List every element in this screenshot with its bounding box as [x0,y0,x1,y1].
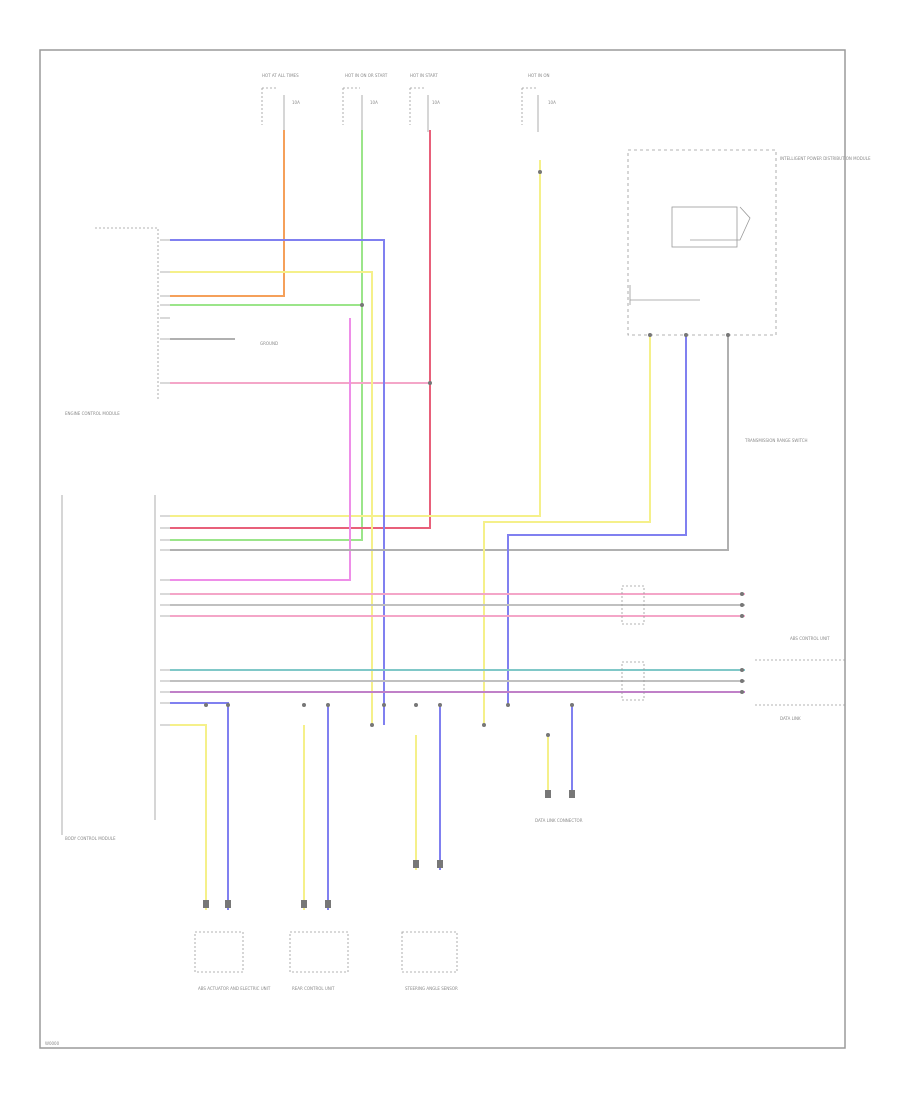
fuse-rating-2: 10A [370,100,378,105]
transmission-label: TRANSMISSION RANGE SWITCH [744,438,808,443]
module-brackets [61,227,159,835]
fuse-label-4: HOT IN ON [528,73,549,78]
fuse-rating-1: 10A [292,100,300,105]
splice-points [204,170,744,737]
footer-code: W0000 [45,1041,60,1046]
relay-box: INTELLIGENT POWER DISTRIBUTION MODULE [627,149,871,336]
right-connectors [621,585,845,706]
body-unit-label: BODY CONTROL MODULE [65,836,116,841]
wire-blue-right [507,335,687,705]
bottom-module-label-1: ABS ACTUATOR AND ELECTRIC UNIT [198,986,271,991]
connector-right-label: ABS CONTROL UNIT [790,636,830,641]
fuse-label-1: HOT AT ALL TIMES [262,73,299,78]
wire-yellow-long [170,160,541,517]
wire-green [170,130,363,306]
wire-yellow-2 [170,271,373,725]
wire-magenta [170,318,351,581]
fuse-rating-4: 10A [548,100,556,105]
fuse-label-2: HOT IN ON OR START [345,73,388,78]
diagram-border [39,49,846,1049]
relay-label: INTELLIGENT POWER DISTRIBUTION MODULE [780,156,871,161]
control-module-label: ENGINE CONTROL MODULE [65,411,120,416]
wire-yellow-right [483,335,651,725]
ground-label: GROUND [260,341,278,346]
bottom-module-label-2: REAR CONTROL UNIT [292,986,335,991]
wires [170,130,745,910]
bottom-module-label-3: STEERING ANGLE SENSOR [405,986,458,991]
fuse-label-3: HOT IN START [410,73,438,78]
wire-grey-2 [170,335,729,551]
bottom-wire-caps [203,790,575,908]
wire-blue-h [170,702,229,910]
bottom-connectors [194,931,458,973]
wire-red [170,130,431,529]
pin-stubs [160,239,170,726]
lower-right-connector-label: DATA LINK CONNECTOR [535,818,583,823]
fuse-rating-3: 10A [432,100,440,105]
wire-blue-top [170,239,385,725]
data-link-label: DATA LINK [780,716,801,721]
wire-orange [170,130,285,297]
wire-yellow-drop-1 [170,724,207,910]
fuse-group: HOT AT ALL TIMES HOT IN ON OR START HOT … [261,73,556,132]
